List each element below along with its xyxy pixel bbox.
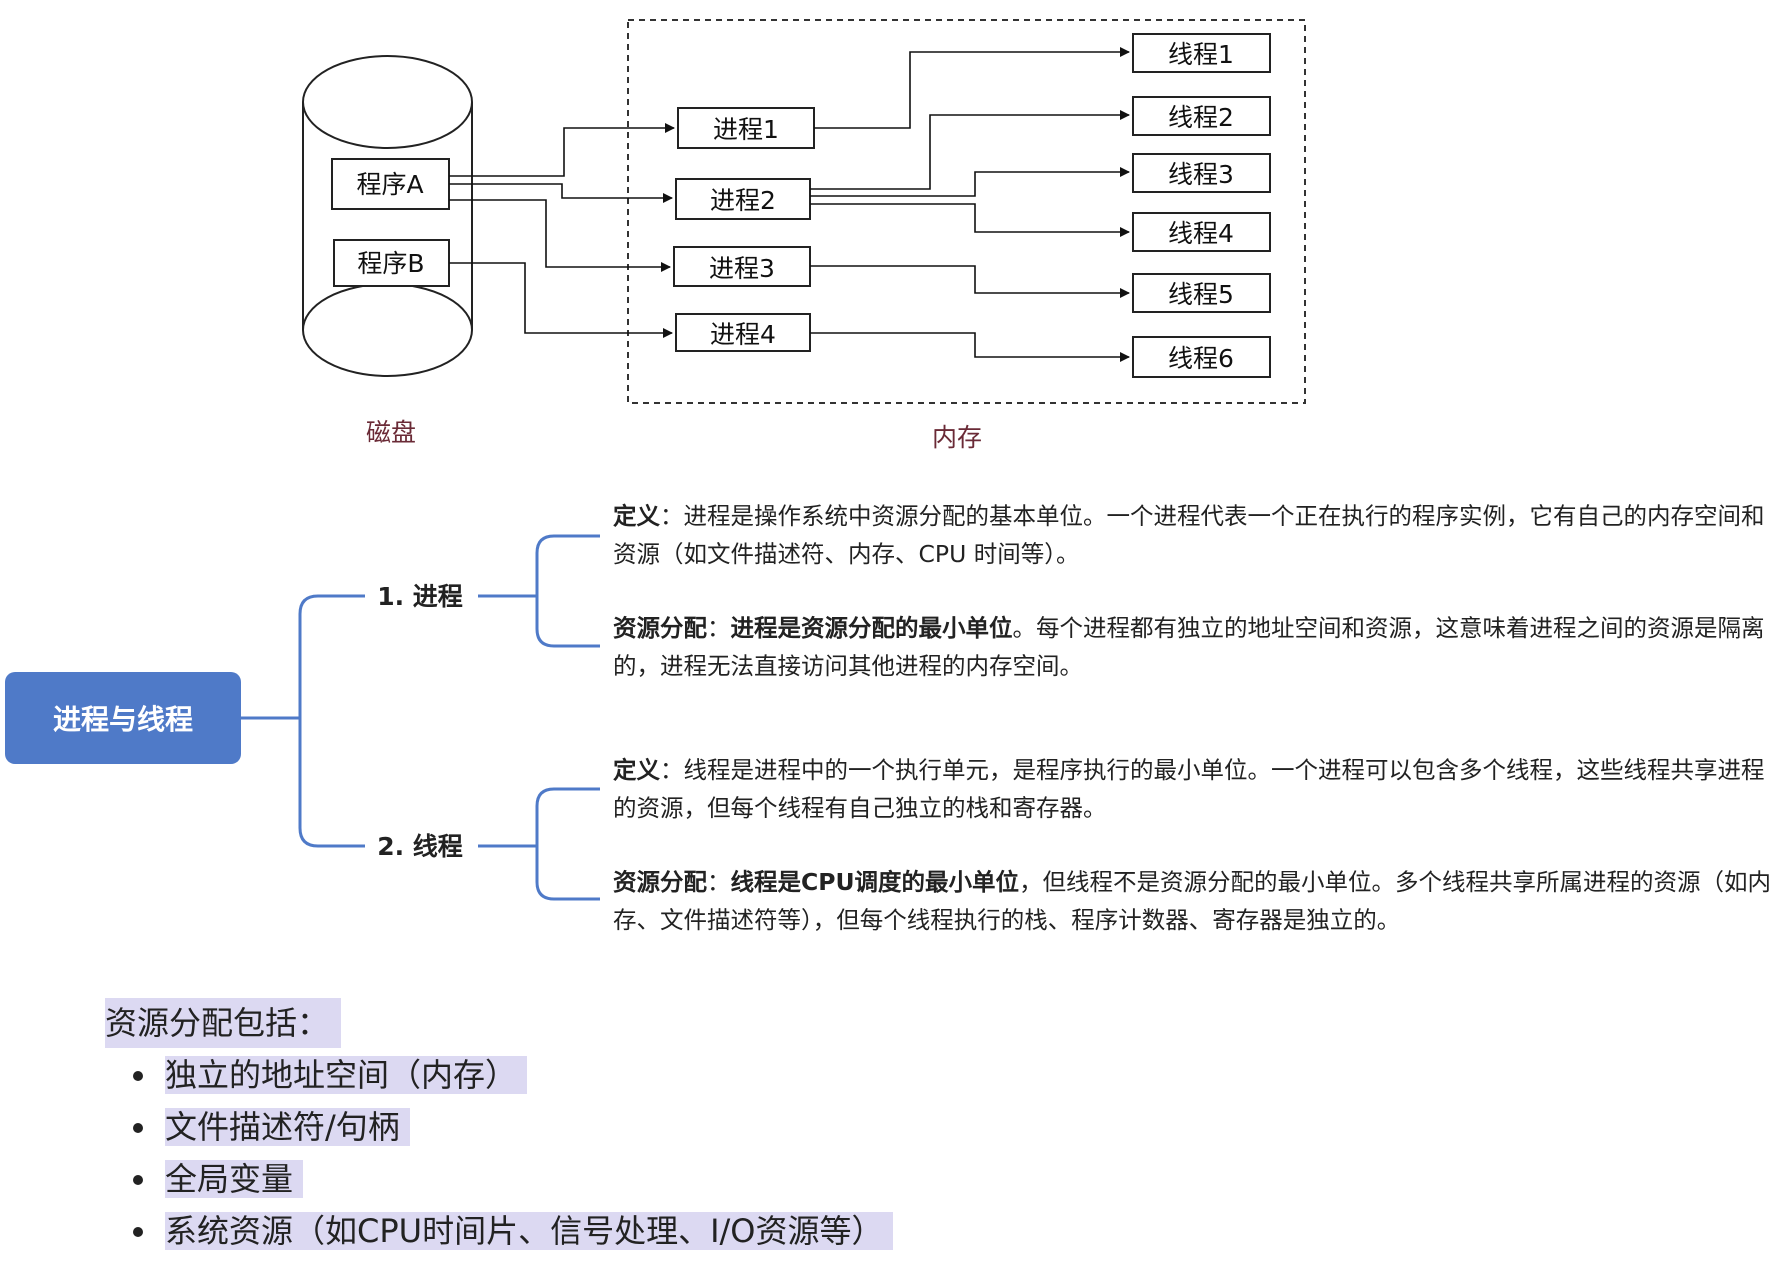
list-item-text: 文件描述符/句柄 [165, 1108, 410, 1146]
thread-allocation-bold: 线程是CPU调度的最小单位 [730, 868, 1020, 896]
list-item-text: 独立的地址空间（内存） [165, 1056, 528, 1094]
process-definition-label: 定义 [613, 502, 660, 530]
program-a-label: 程序A [356, 170, 423, 199]
process-definition: 定义：进程是操作系统中资源分配的基本单位。一个进程代表一个正在执行的程序实例，它… [613, 497, 1778, 573]
program-b-label: 程序B [357, 249, 424, 278]
thread-box-4: 线程4 [1132, 212, 1271, 252]
process-allocation-label: 资源分配 [613, 614, 707, 642]
thread-definition: 定义：线程是进程中的一个执行单元，是程序执行的最小单位。一个进程可以包含多个线程… [613, 751, 1778, 827]
bullet-icon [133, 1123, 143, 1133]
process-allocation: 资源分配：进程是资源分配的最小单位。每个进程都有独立的地址空间和资源，这意味着进… [613, 609, 1778, 685]
disk-caption: 磁盘 [366, 418, 416, 447]
svg-text:进程3: 进程3 [709, 254, 775, 283]
memory-region [627, 19, 1306, 404]
program-process-connectors [449, 123, 675, 338]
svg-text:线程3: 线程3 [1168, 160, 1234, 189]
list-item-text: 系统资源（如CPU时间片、信号处理、I/O资源等） [165, 1212, 894, 1250]
list-item: 文件描述符/句柄 [125, 1102, 893, 1154]
bullet-icon [133, 1227, 143, 1237]
thread-box-5: 线程5 [1132, 273, 1271, 313]
list-item-text: 全局变量 [165, 1160, 304, 1198]
list-item: 独立的地址空间（内存） [125, 1050, 893, 1102]
thread-box-6: 线程6 [1132, 336, 1271, 378]
program-box-b: 程序B [333, 239, 450, 287]
svg-text:线程6: 线程6 [1168, 344, 1234, 373]
svg-text:进程4: 进程4 [710, 320, 776, 349]
thread-allocation-text: ，但线程不是资源分配的最小单位。多个线程共享所属进程的资源（如内存、文件描述符等… [613, 868, 1772, 934]
resources-title: 资源分配包括： [105, 998, 342, 1048]
svg-text:线程1: 线程1 [1168, 40, 1234, 69]
mindmap-connectors [241, 534, 600, 901]
thread-definition-label: 定义 [613, 756, 660, 784]
svg-text:进程1: 进程1 [713, 115, 779, 144]
thread-box-1: 线程1 [1132, 33, 1271, 73]
thread-allocation-sep: ： [707, 868, 731, 896]
svg-text:线程2: 线程2 [1168, 103, 1234, 132]
resources-list: 独立的地址空间（内存） 文件描述符/句柄 全局变量 系统资源（如CPU时间片、信… [125, 1050, 894, 1258]
thread-allocation: 资源分配：线程是CPU调度的最小单位，但线程不是资源分配的最小单位。多个线程共享… [613, 863, 1778, 939]
mindmap-branch-thread: 2. 线程 [377, 832, 463, 861]
bullet-icon [133, 1175, 143, 1185]
list-item: 系统资源（如CPU时间片、信号处理、I/O资源等） [125, 1206, 894, 1258]
process-allocation-sep: ： [707, 614, 731, 642]
thread-allocation-label: 资源分配 [613, 868, 707, 896]
disk-cylinder [302, 55, 473, 377]
svg-text:线程4: 线程4 [1168, 219, 1234, 248]
mindmap-root-label: 进程与线程 [52, 703, 193, 736]
process-thread-connectors [810, 47, 1130, 362]
svg-text:线程5: 线程5 [1168, 280, 1234, 309]
thread-definition-text: ：线程是进程中的一个执行单元，是程序执行的最小单位。一个进程可以包含多个线程，这… [613, 756, 1765, 822]
process-box-2: 进程2 [675, 178, 811, 220]
process-allocation-text: 。每个进程都有独立的地址空间和资源，这意味着进程之间的资源是隔离的，进程无法直接… [613, 614, 1765, 680]
process-box-4: 进程4 [675, 313, 811, 352]
memory-caption: 内存 [932, 423, 982, 452]
mindmap-branch-process: 1. 进程 [377, 582, 463, 611]
svg-text:进程2: 进程2 [710, 186, 776, 215]
list-item: 全局变量 [125, 1154, 893, 1206]
process-allocation-bold: 进程是资源分配的最小单位 [730, 614, 1013, 642]
program-box-a: 程序A [331, 158, 450, 210]
bullet-icon [133, 1071, 143, 1081]
thread-box-3: 线程3 [1132, 153, 1271, 193]
thread-box-2: 线程2 [1132, 96, 1271, 136]
process-box-1: 进程1 [677, 107, 815, 149]
process-box-3: 进程3 [673, 246, 811, 287]
mindmap-root: 进程与线程 [5, 672, 241, 764]
process-definition-text: ：进程是操作系统中资源分配的基本单位。一个进程代表一个正在执行的程序实例，它有自… [613, 502, 1765, 568]
